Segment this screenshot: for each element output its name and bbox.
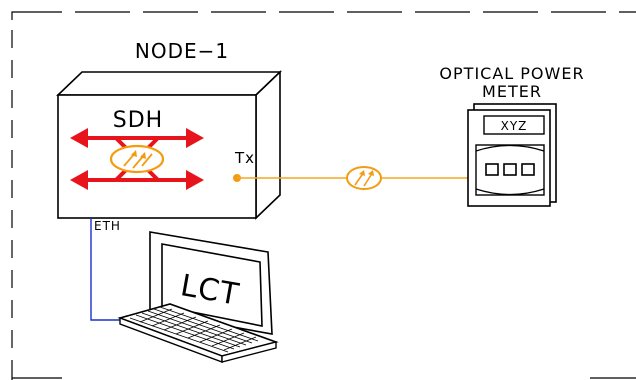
node-label: NODE−1 xyxy=(135,39,229,63)
ethernet-link xyxy=(90,218,140,321)
fiber-optical-symbol xyxy=(346,166,382,190)
sdh-node-box xyxy=(56,70,282,220)
meter-title-line1: OPTICAL POWER xyxy=(439,64,584,83)
power-meter-device xyxy=(467,103,557,207)
dashed-frame xyxy=(11,11,636,380)
eth-label: ETH xyxy=(94,219,121,233)
laptop-lct xyxy=(117,231,279,364)
meter-title-line2: METER xyxy=(482,82,542,101)
meter-display: XYZ xyxy=(501,119,528,133)
tx-label: Tx xyxy=(234,149,255,167)
sdh-label: SDH xyxy=(113,108,163,133)
sdh-optical-symbol xyxy=(109,144,165,174)
cross-connect-arrows xyxy=(70,128,204,190)
